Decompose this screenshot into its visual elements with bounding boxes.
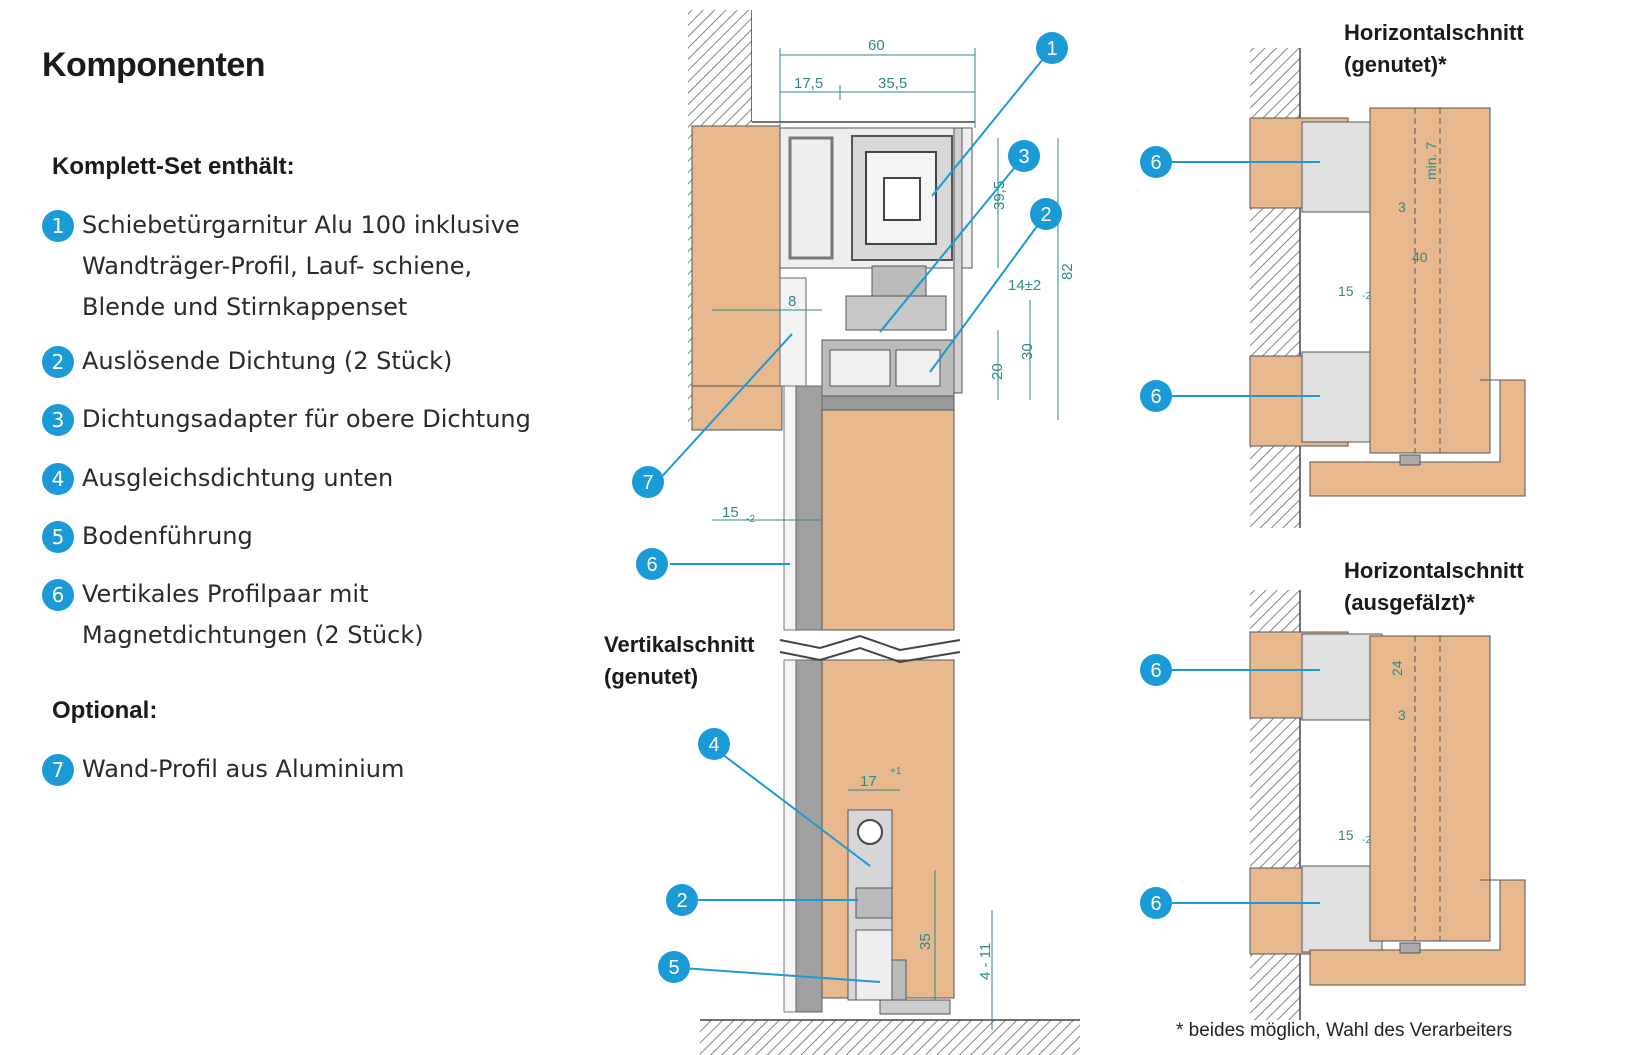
number-badge: 6	[42, 579, 74, 611]
callouts: 1 3 2 7 6 4 2 5 6 6 6 6	[632, 32, 1172, 983]
svg-text:+1: +1	[890, 766, 902, 777]
callout-7: 7	[632, 466, 664, 498]
dim-39-5: 39,5	[991, 181, 1008, 210]
svg-text:3: 3	[1398, 707, 1406, 723]
svg-text:3: 3	[1398, 199, 1406, 215]
horizontal-grooved-title: Horizontalschnitt	[1344, 20, 1524, 45]
svg-text:2: 2	[1040, 204, 1051, 226]
svg-text:3: 3	[1018, 146, 1029, 168]
number-badge: 2	[42, 346, 74, 378]
dim-20: 20	[989, 363, 1006, 380]
svg-text:-2: -2	[1362, 835, 1371, 846]
svg-text:40: 40	[1412, 249, 1428, 265]
dim-30: 30	[1019, 343, 1036, 360]
callout-5: 5	[658, 951, 690, 983]
number-badge: 3	[42, 404, 74, 436]
svg-text:(genutet)*: (genutet)*	[1344, 52, 1447, 77]
leader-lines	[655, 47, 1320, 983]
svg-text:15: 15	[1338, 283, 1354, 299]
callout-6-c: 6	[1140, 654, 1172, 686]
vertical-section-drawing	[688, 10, 1080, 1055]
number-badge: 1	[42, 210, 74, 242]
dim-15: 15	[722, 504, 739, 521]
callout-6-vertical: 6	[636, 548, 668, 580]
horizontal-rebated-title: Horizontalschnitt	[1344, 558, 1524, 583]
page-title: Komponenten	[42, 46, 266, 84]
list-item-1: 1 Schiebetürgarnitur Alu 100 inklusive W…	[42, 205, 562, 328]
dim-17: 17	[860, 773, 877, 790]
svg-text:6: 6	[646, 554, 657, 576]
callout-2-top: 2	[1030, 198, 1062, 230]
svg-text:5: 5	[668, 957, 679, 979]
list-item-6: 6 Vertikales Profilpaar mit Magnetdichtu…	[42, 574, 462, 656]
optional-item-7: 7 Wand-Profil aus Aluminium	[42, 749, 404, 790]
door-leaf	[1369, 107, 1491, 454]
dim-35-5: 35,5	[878, 75, 907, 92]
callout-6-d: 6	[1140, 887, 1172, 919]
dimension-lines	[712, 48, 1059, 1030]
svg-text:6: 6	[1150, 386, 1161, 408]
svg-text:min. 7: min. 7	[1423, 142, 1439, 180]
footnote: * beides möglich, Wahl des Verarbeiters	[1176, 1020, 1512, 1041]
svg-text:15: 15	[1338, 827, 1354, 843]
list-item-3: 3 Dichtungsadapter für obere Dichtung	[42, 399, 531, 440]
wall-profile	[779, 277, 807, 387]
svg-text:(ausgefälzt)*: (ausgefälzt)*	[1344, 590, 1475, 615]
svg-text:(genutet): (genutet)	[604, 664, 698, 689]
svg-text:1: 1	[1046, 38, 1057, 60]
dim-60: 60	[868, 37, 885, 54]
horizontal-rebated-drawing	[1249, 590, 1526, 1020]
svg-text:6: 6	[1150, 893, 1161, 915]
list-item-4: 4 Ausgleichsdichtung unten	[42, 458, 393, 499]
callout-6-a: 6	[1140, 146, 1172, 178]
callout-3: 3	[1008, 140, 1040, 172]
svg-text:6: 6	[1150, 152, 1161, 174]
number-badge: 7	[42, 754, 74, 786]
callout-2-bottom: 2	[666, 884, 698, 916]
horizontal-grooved-drawing	[1249, 48, 1526, 528]
list-item-5: 5 Bodenführung	[42, 516, 253, 557]
svg-text:2: 2	[676, 890, 687, 912]
dim-17-5: 17,5	[794, 75, 823, 92]
floor-hatch	[700, 1020, 1080, 1055]
svg-text:7: 7	[642, 472, 653, 494]
dim-8: 8	[788, 293, 796, 310]
vertical-section-title: Vertikalschnitt	[604, 632, 755, 657]
svg-text:-2: -2	[1362, 291, 1371, 302]
list-item-2: 2 Auslösende Dichtung (2 Stück)	[42, 341, 452, 382]
number-badge: 4	[42, 463, 74, 495]
number-badge: 5	[42, 521, 74, 553]
wall-batten	[691, 125, 781, 431]
set-heading: Komplett-Set enthält:	[52, 153, 295, 180]
svg-text:4: 4	[708, 734, 719, 756]
dim-35: 35	[917, 933, 934, 950]
dim-14: 14±2	[1008, 277, 1041, 294]
callout-4: 4	[698, 728, 730, 760]
svg-text:6: 6	[1150, 660, 1161, 682]
callout-6-b: 6	[1140, 380, 1172, 412]
callout-1: 1	[1036, 32, 1068, 64]
dim-82: 82	[1059, 263, 1076, 280]
optional-heading: Optional:	[52, 697, 158, 724]
door-panel-top	[821, 409, 955, 631]
dim-4-11: 4 - 11	[977, 943, 994, 980]
svg-text:-2: -2	[746, 514, 755, 525]
svg-text:24: 24	[1389, 660, 1405, 676]
